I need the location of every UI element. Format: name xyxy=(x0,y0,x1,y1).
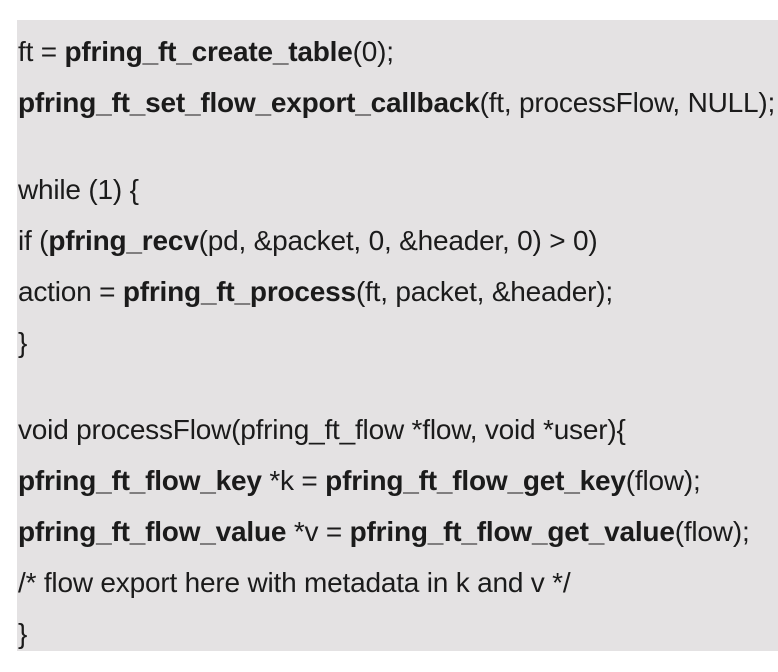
code-line: if (pfring_recv(pd, &packet, 0, &header,… xyxy=(18,215,778,266)
code-text: while (1) { xyxy=(18,174,139,205)
code-line: } xyxy=(18,317,778,368)
code-block: ft = pfring_ft_create_table(0);pfring_ft… xyxy=(17,20,778,651)
code-api-function: pfring_ft_flow_value xyxy=(18,516,287,547)
code-blank-line xyxy=(18,128,778,164)
code-line: /* flow export here with metadata in k a… xyxy=(18,557,778,608)
code-text: *k = xyxy=(261,465,326,496)
code-api-function: pfring_recv xyxy=(48,225,199,256)
code-api-function: pfring_ft_set_flow_export_callback xyxy=(18,87,480,118)
code-line: void processFlow(pfring_ft_flow *flow, v… xyxy=(18,404,778,455)
code-line: action = pfring_ft_process(ft, packet, &… xyxy=(18,266,778,317)
code-text: ft = xyxy=(18,36,65,67)
code-line: pfring_ft_flow_value *v = pfring_ft_flow… xyxy=(18,506,778,557)
code-text: action = xyxy=(18,276,123,307)
code-line: ft = pfring_ft_create_table(0); xyxy=(18,26,778,77)
code-line: } xyxy=(18,608,778,659)
code-api-function: pfring_ft_process xyxy=(122,276,356,307)
code-text: (ft, packet, &header); xyxy=(355,276,613,307)
code-text: (flow); xyxy=(674,516,750,547)
code-text: } xyxy=(18,618,28,649)
code-text: void processFlow(pfring_ft_flow *flow, v… xyxy=(18,414,626,445)
code-line: pfring_ft_set_flow_export_callback(ft, p… xyxy=(18,77,778,128)
code-text: } xyxy=(18,327,28,358)
code-api-function: pfring_ft_flow_get_value xyxy=(349,516,675,547)
code-text: (pd, &packet, 0, &header, 0) > 0) xyxy=(198,225,598,256)
code-line: pfring_ft_flow_key *k = pfring_ft_flow_g… xyxy=(18,455,778,506)
code-text: if ( xyxy=(18,225,49,256)
code-text: (ft, processFlow, NULL); xyxy=(479,87,776,118)
code-text: *v = xyxy=(286,516,350,547)
code-text: /* flow export here with metadata in k a… xyxy=(18,567,571,598)
code-api-function: pfring_ft_create_table xyxy=(64,36,353,67)
code-api-function: pfring_ft_flow_get_key xyxy=(325,465,626,496)
code-api-function: pfring_ft_flow_key xyxy=(18,465,262,496)
code-text: (0); xyxy=(352,36,394,67)
code-line: while (1) { xyxy=(18,164,778,215)
code-blank-line xyxy=(18,368,778,404)
code-text: (flow); xyxy=(625,465,701,496)
